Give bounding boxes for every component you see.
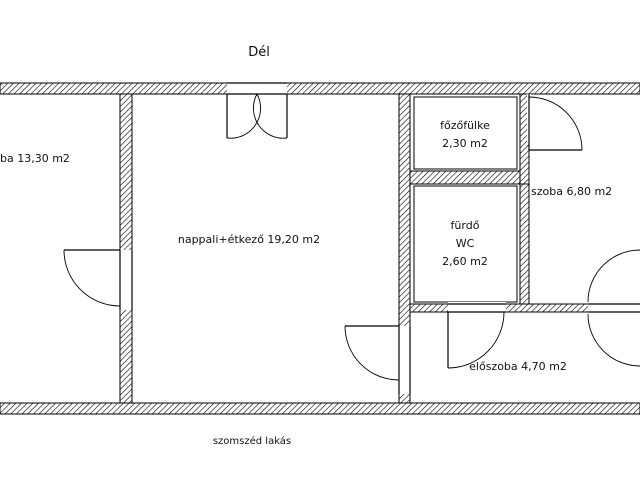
door-left-room — [63, 249, 134, 310]
orientation-bottom-label: szomszéd lakás — [213, 435, 291, 447]
labels: Dél szomszéd lakás ba 13,30 m2 nappali+é… — [0, 45, 612, 447]
door-right-room-lower — [587, 249, 640, 367]
orientation-top-label: Dél — [248, 45, 270, 60]
fozofulke-outline — [413, 96, 518, 170]
wall-corridor-top — [409, 303, 640, 313]
room-label-eloszoba: előszoba 4,70 m2 — [469, 360, 567, 373]
room-label-furdo-area: 2,60 m2 — [442, 255, 488, 268]
room-label-szoba-right: szoba 6,80 m2 — [531, 185, 612, 198]
outer-wall-bottom — [0, 402, 640, 415]
outer-walls — [0, 82, 640, 415]
interior-walls — [119, 93, 640, 404]
outer-wall-top — [0, 82, 640, 95]
room-label-furdo-wc: WC — [456, 237, 475, 250]
door-right-room-top — [527, 94, 583, 151]
wall-nappali-right — [398, 93, 411, 404]
room-label-furdo-name: fürdő — [451, 219, 480, 232]
doors — [63, 82, 640, 394]
room-label-szoba-left: ba 13,30 m2 — [0, 152, 70, 165]
wall-fozofulke-furdo — [409, 170, 521, 185]
wall-left-partition — [119, 93, 133, 404]
wall-furdo-right — [519, 183, 530, 305]
door-nappali-hall — [344, 325, 412, 394]
door-furdo — [447, 302, 506, 369]
room-label-nappali: nappali+étkező 19,20 m2 — [178, 233, 320, 246]
door-nappali-double — [226, 82, 288, 139]
room-label-fozofulke-area: 2,30 m2 — [442, 137, 488, 150]
room-label-fozofulke-name: főzőfülke — [440, 119, 490, 132]
